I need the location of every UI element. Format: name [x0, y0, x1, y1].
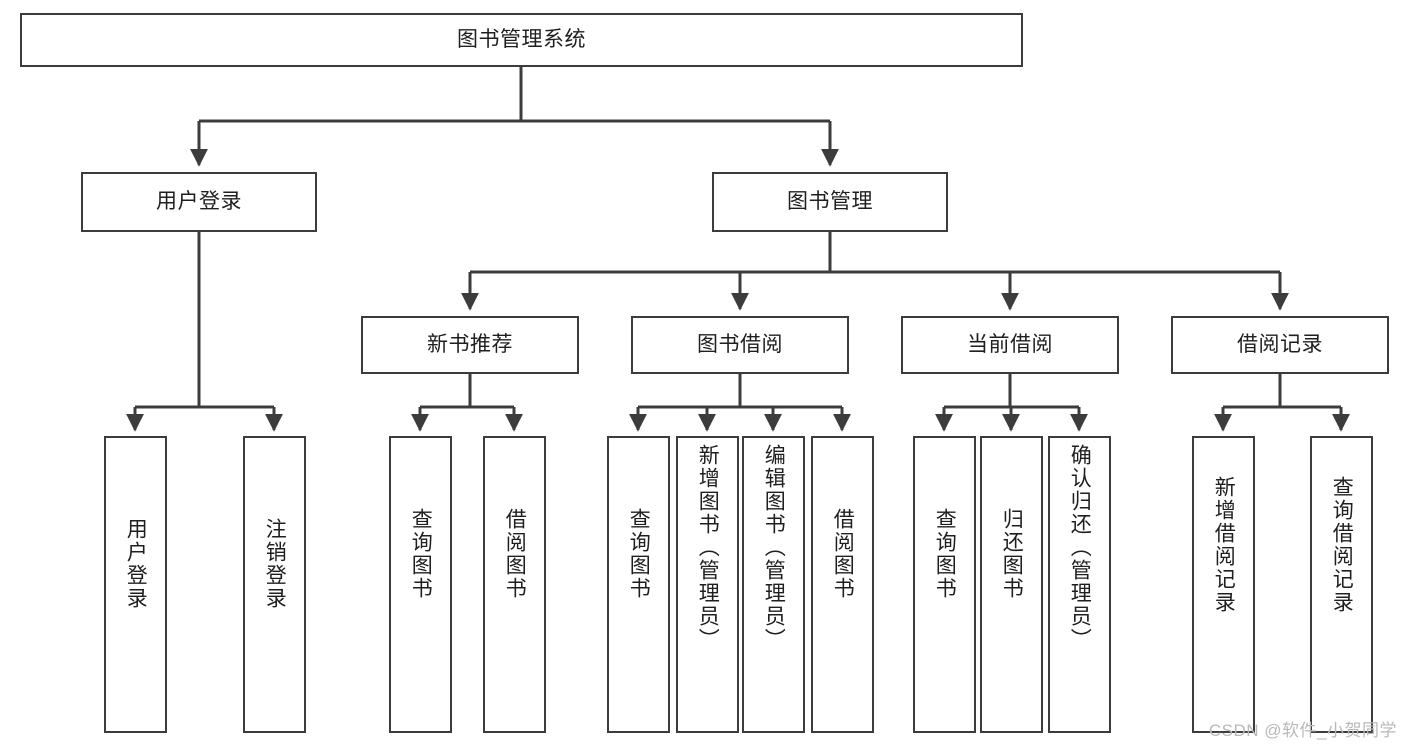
node-leaf-edit-book-admin[interactable]: 编辑图书（管理员） [742, 436, 805, 733]
node-leaf-borrow-book-label: 借阅图书 [831, 508, 855, 600]
node-leaf-query-books-current-label: 查询图书 [933, 508, 957, 600]
node-borrow-record[interactable]: 借阅记录 [1171, 316, 1389, 374]
node-leaf-borrow-book[interactable]: 借阅图书 [811, 436, 874, 733]
node-new-book-recommend[interactable]: 新书推荐 [361, 316, 579, 374]
node-leaf-add-book-admin[interactable]: 新增图书（管理员） [676, 436, 739, 733]
node-leaf-add-borrow-record[interactable]: 新增借阅记录 [1192, 436, 1255, 733]
node-book-management-label: 图书管理 [787, 189, 873, 213]
node-leaf-borrow-books-rec[interactable]: 借阅图书 [483, 436, 546, 733]
node-leaf-query-books-current[interactable]: 查询图书 [913, 436, 976, 733]
node-leaf-confirm-return-admin[interactable]: 确认归还（管理员） [1048, 436, 1111, 733]
node-leaf-add-book-admin-label: 新增图书（管理员） [696, 444, 720, 651]
node-borrow-record-label: 借阅记录 [1237, 332, 1323, 356]
node-leaf-logout-login[interactable]: 注销登录 [243, 436, 306, 733]
node-root-label: 图书管理系统 [457, 27, 586, 51]
node-leaf-user-login-label: 用户登录 [124, 518, 148, 610]
node-leaf-borrow-books-rec-label: 借阅图书 [503, 508, 527, 600]
csdn-watermark: CSDN @软件_小贺同学 [1208, 721, 1397, 740]
node-leaf-query-borrow-record-label: 查询借阅记录 [1330, 476, 1354, 614]
node-current-borrow-label: 当前借阅 [967, 332, 1053, 356]
node-user-login-label: 用户登录 [156, 189, 242, 213]
node-book-management[interactable]: 图书管理 [712, 172, 948, 232]
node-leaf-query-books-rec-label: 查询图书 [409, 508, 433, 600]
node-user-login[interactable]: 用户登录 [81, 172, 317, 232]
node-leaf-query-borrow-record[interactable]: 查询借阅记录 [1310, 436, 1373, 733]
node-book-borrow[interactable]: 图书借阅 [631, 316, 849, 374]
node-current-borrow[interactable]: 当前借阅 [901, 316, 1119, 374]
node-leaf-user-login[interactable]: 用户登录 [104, 436, 167, 733]
node-leaf-return-book-label: 归还图书 [1000, 508, 1024, 600]
node-leaf-add-borrow-record-label: 新增借阅记录 [1212, 476, 1236, 614]
node-leaf-query-books-borrow-label: 查询图书 [627, 508, 651, 600]
node-leaf-query-books-borrow[interactable]: 查询图书 [607, 436, 670, 733]
node-new-book-recommend-label: 新书推荐 [427, 332, 513, 356]
node-leaf-edit-book-admin-label: 编辑图书（管理员） [762, 444, 786, 651]
node-leaf-return-book[interactable]: 归还图书 [980, 436, 1043, 733]
node-leaf-confirm-return-admin-label: 确认归还（管理员） [1068, 444, 1092, 651]
node-leaf-query-books-rec[interactable]: 查询图书 [389, 436, 452, 733]
node-book-borrow-label: 图书借阅 [697, 332, 783, 356]
node-leaf-logout-login-label: 注销登录 [263, 518, 287, 610]
node-root[interactable]: 图书管理系统 [20, 13, 1023, 67]
